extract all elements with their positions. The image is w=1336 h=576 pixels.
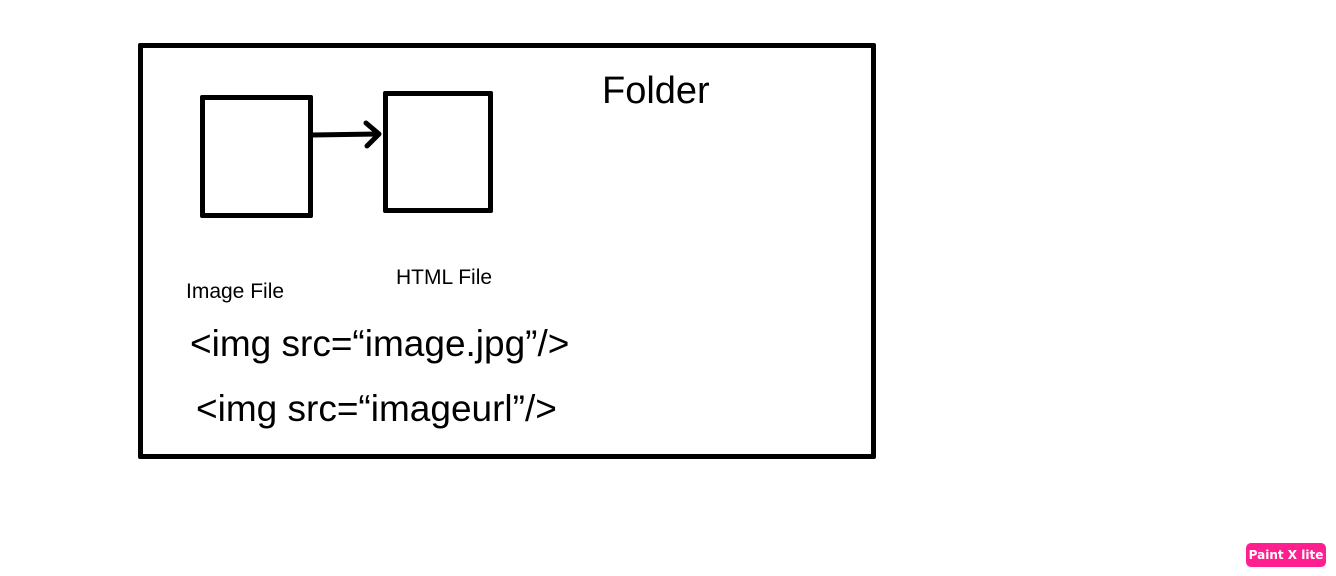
image-file-box xyxy=(200,95,313,218)
folder-label: Folder xyxy=(602,70,710,112)
folder-box xyxy=(138,43,876,459)
image-file-label: Image File xyxy=(186,280,285,303)
code-line-url-image: <img src=“imageurl”/> xyxy=(196,388,557,429)
paint-x-lite-watermark: Paint X lite xyxy=(1246,543,1326,567)
code-line-local-image: <img src=“image.jpg”/> xyxy=(190,323,570,364)
html-file-label: HTML File xyxy=(396,266,493,289)
arrow-icon xyxy=(310,120,382,149)
html-file-box xyxy=(383,91,493,213)
